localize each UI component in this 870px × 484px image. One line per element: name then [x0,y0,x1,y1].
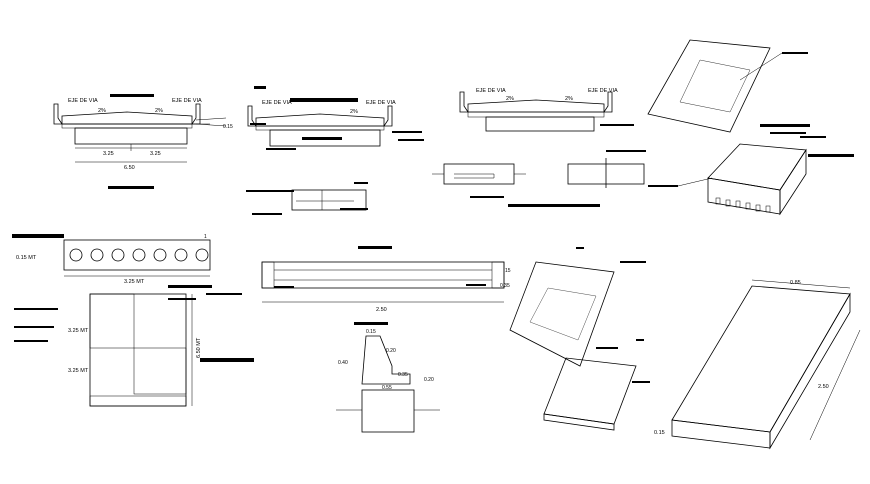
slope-label-2: 2% [350,109,358,115]
rebar-box-perspective [648,124,854,216]
panel-plan: 3.25 MT 3.25 MT 6.50 MT [14,285,254,407]
mat-width-dim: 0.85 [790,280,801,286]
title-bar [110,94,154,97]
caption-bar [108,186,154,189]
beam-elevation: 15 0.35 2.50 [261,246,511,313]
curb-step-dim: 0.35 [398,372,408,378]
slab-plan-holes: 1 0.15 MT 3.25 MT [12,234,211,285]
slope-label-3a: 2% [506,96,514,102]
joint-detail-2 [432,150,646,207]
mesh-perspective-1 [647,39,808,133]
lane-width-left: 3.25 [103,151,114,157]
joint-detail-1 [246,182,368,215]
slope-label-right: 2% [155,108,163,114]
road-section-2: EJE DE VIA EJE DE VIA 2% [247,86,424,150]
road-section-1: EJE DE VIA EJE DE VIA 2% 2% 0.15 3.25 3.… [53,94,233,189]
axis-label-left-2: EJE DE VIA [262,100,292,106]
mat-perspective: 0.85 2.50 0.15 [654,279,861,450]
panel-dim-top: 3.25 MT [68,328,89,334]
lane-width-right: 3.25 [150,151,161,157]
curb-top-dim: 0.15 [366,329,376,335]
curb-section: 0.15 0.20 0.40 0.35 0.55 0.20 [336,322,440,433]
axis-label-right-2: EJE DE VIA [366,100,396,106]
slab-length-label: 3.25 MT [124,279,145,285]
panel-dim-bottom: 3.25 MT [68,368,89,374]
panel-dim-side: 6.50 MT [196,337,202,358]
road-total-width: 6.50 [124,165,135,171]
axis-label-right-3: EJE DE VIA [588,88,618,94]
curb-height-label: 0.15 [223,124,233,130]
curb-height-dim: 0.40 [338,360,348,366]
mat-thickness-dim: 0.15 [654,430,665,436]
axis-label-right: EJE DE VIA [172,98,202,104]
beam-right-top-dim: 15 [505,268,511,274]
mesh-perspective-2 [509,247,650,431]
slope-label-left: 2% [98,108,106,114]
road-section-3: EJE DE VIA EJE DE VIA 2% 2% [459,88,634,132]
slope-label-3b: 2% [565,96,573,102]
mat-length-dim: 2.50 [818,384,829,390]
axis-label-left-3: EJE DE VIA [476,88,506,94]
slab-index-label: 1 [204,234,207,240]
beam-span-label: 2.50 [376,307,387,313]
beam-right-bottom-dim: 0.35 [500,283,510,289]
slab-thickness-label: 0.15 MT [16,255,37,261]
curb-right-dim: 0.20 [424,377,434,383]
curb-mid-dim: 0.20 [386,348,396,354]
curb-base-dim: 0.55 [382,385,392,391]
axis-label-left: EJE DE VIA [68,98,98,104]
